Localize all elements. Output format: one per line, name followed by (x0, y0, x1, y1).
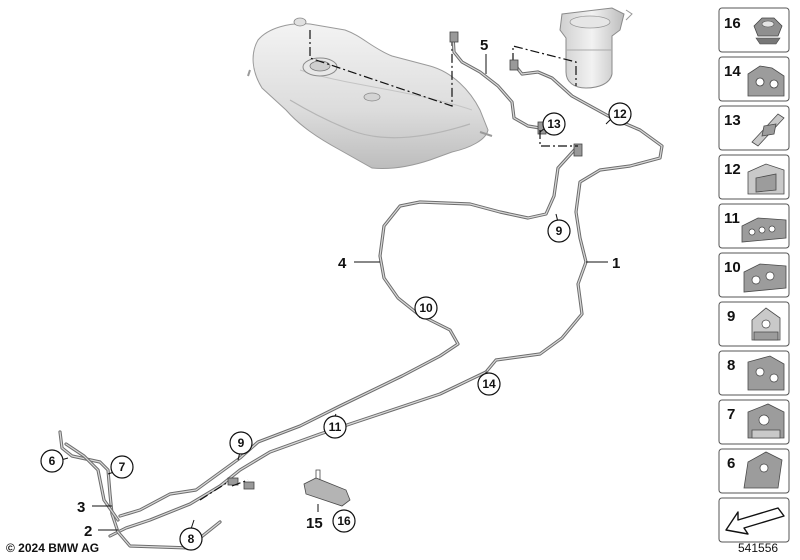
legend-number-12: 12 (724, 161, 741, 178)
line-4-label: 4 (338, 255, 347, 272)
legend-number-13: 13 (724, 112, 741, 129)
legend-cell-9: 9 (718, 301, 790, 347)
legend-cell-13: 13 (718, 105, 790, 151)
label-line-5: 5 (480, 37, 488, 74)
callout-16: 16 (332, 509, 356, 533)
line-1-label: 1 (612, 255, 620, 272)
label-line-1: 1 (586, 255, 620, 272)
fuel-tank-icon (247, 17, 493, 169)
legend-number-16: 16 (724, 15, 741, 32)
connector-line-left (199, 481, 229, 501)
holder-15-icon (303, 469, 351, 507)
pipe-clip-12-icon (747, 163, 785, 195)
line-2-label: 2 (84, 523, 92, 540)
callout-12-text: 12 (613, 107, 627, 121)
holder-15-label: 15 (306, 515, 323, 532)
legend-number-7: 7 (727, 406, 735, 423)
legend-number-9: 9 (727, 308, 735, 325)
legend-cell-14: 14 (718, 56, 790, 102)
label-line-4: 4 (338, 255, 380, 272)
label-line-2: 2 (84, 523, 118, 540)
callout-12: 12 (605, 102, 632, 126)
pipe-clip-9-icon (751, 307, 781, 341)
callout-7: 7 (107, 455, 134, 479)
direction-arrow-icon (725, 507, 785, 535)
nut-icon (753, 17, 783, 45)
legend-cell-11: 11 (718, 203, 790, 249)
legend-cell-7: 7 (718, 399, 790, 445)
copyright-notice: © 2024 BMW AG (6, 541, 100, 555)
pipe-clip-6-icon (743, 451, 783, 489)
legend-cell-10: 10 (718, 252, 790, 298)
pipe-clip-11-icon (741, 217, 787, 243)
pipe-clip-8-icon (747, 355, 785, 391)
callout-6: 6 (40, 449, 69, 473)
pipe-clip-10-icon (743, 263, 787, 293)
legend-number-11: 11 (724, 210, 740, 227)
legend-number-10: 10 (724, 259, 741, 276)
callout-8: 8 (179, 519, 203, 551)
callout-11-text: 11 (329, 420, 342, 434)
label-line-3: 3 (77, 499, 112, 516)
pipe-clip-7-icon (747, 403, 785, 439)
callout-8-text: 8 (188, 532, 195, 546)
pipe-clip-14-icon (747, 65, 785, 97)
bracket-clip-13-icon (751, 113, 785, 147)
legend-cell-16: 16 (718, 7, 790, 53)
parts-legend: 16 14 13 12 (718, 7, 790, 543)
tank-connection-line (309, 30, 453, 107)
callout-6-text: 6 (49, 454, 56, 468)
callout-10: 10 (414, 296, 438, 320)
callout-7-text: 7 (119, 460, 126, 474)
legend-cell-8: 8 (718, 350, 790, 396)
canister-connection-line (512, 45, 577, 86)
callout-14: 14 (477, 372, 501, 396)
callout-13: 13 (539, 112, 566, 136)
callout-16-text: 16 (337, 514, 351, 528)
callout-13-text: 13 (547, 117, 561, 131)
line-3-label: 3 (77, 499, 85, 516)
callout-11: 11 (323, 413, 347, 439)
diagram-reference-number: 541556 (738, 541, 779, 555)
legend-cell-arrow (718, 497, 790, 543)
callout-10-text: 10 (419, 301, 433, 315)
legend-cell-6: 6 (718, 448, 790, 494)
legend-cell-12: 12 (718, 154, 790, 200)
line-5-label: 5 (480, 37, 488, 54)
legend-number-6: 6 (727, 455, 735, 472)
legend-number-14: 14 (724, 63, 741, 80)
callout-9-lower-text: 9 (238, 436, 245, 450)
connector-line-15 (231, 479, 249, 487)
filter-canister-icon (559, 7, 633, 89)
callout-14-text: 14 (482, 377, 496, 391)
callout-9-upper-text: 9 (556, 224, 563, 238)
callout-9-upper: 9 (547, 213, 571, 243)
legend-number-8: 8 (727, 357, 735, 374)
callout-9-lower: 9 (229, 431, 253, 461)
connector-line-13 (539, 130, 578, 147)
label-holder-15: 15 (306, 504, 323, 532)
